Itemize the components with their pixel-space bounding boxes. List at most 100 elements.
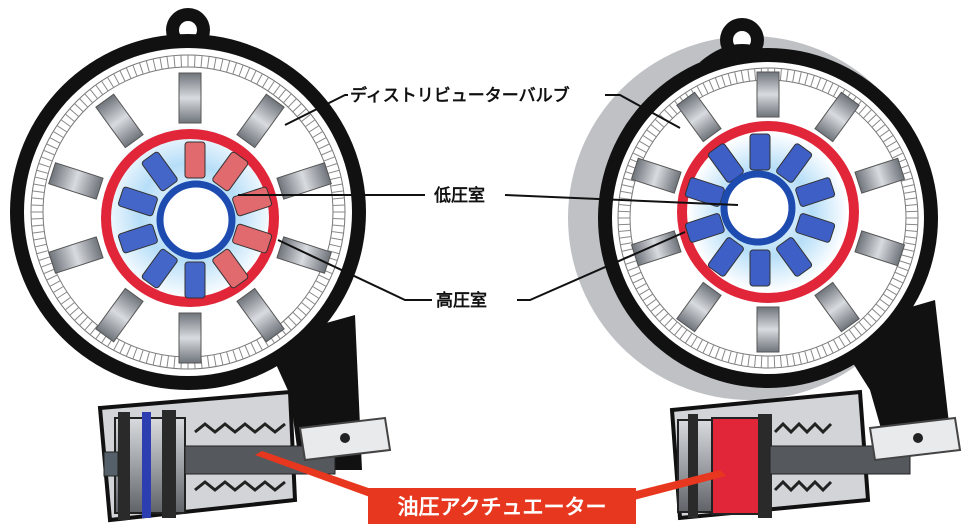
gear-tooth xyxy=(886,288,898,296)
gear-tooth xyxy=(95,84,104,95)
gear-tooth xyxy=(31,197,44,200)
callout-lines xyxy=(238,94,739,301)
gear-tooth xyxy=(113,73,120,85)
gear-tooth xyxy=(49,280,61,287)
gear-tooth xyxy=(853,325,862,336)
gear-tooth xyxy=(238,64,244,77)
piston xyxy=(795,213,836,243)
gear-tooth xyxy=(871,118,882,128)
gear-tooth xyxy=(792,70,796,83)
gear-tooth xyxy=(219,353,224,366)
gear-tooth xyxy=(858,104,868,115)
piston-rod xyxy=(676,91,722,143)
gear-tooth xyxy=(902,248,915,252)
gear-tooth xyxy=(827,342,834,354)
gear-tooth xyxy=(56,291,68,299)
gear-tooth xyxy=(882,134,894,143)
gear-tooth xyxy=(52,285,64,293)
gear-tooth xyxy=(327,169,340,174)
left-high-pressure-ring xyxy=(101,129,279,307)
gear-tooth xyxy=(804,73,809,86)
gear-tooth xyxy=(905,204,918,207)
gear-tooth xyxy=(798,352,802,365)
gear-tooth xyxy=(889,282,901,290)
gear-tooth xyxy=(74,103,84,113)
gear-tooth xyxy=(332,197,345,200)
piston-rod xyxy=(756,306,780,353)
label-low-pressure-chamber: 低圧室 xyxy=(433,185,485,206)
gear-tooth xyxy=(786,354,789,367)
gear-tooth xyxy=(721,349,726,361)
gear-tooth xyxy=(301,302,312,311)
piston-rod xyxy=(854,230,906,267)
gear-tooth xyxy=(296,307,307,316)
gear-tooth xyxy=(900,254,913,259)
gear-tooth xyxy=(292,103,302,113)
right-low-pressure-ring xyxy=(720,170,796,246)
gear-tooth xyxy=(625,260,637,265)
gear-tooth xyxy=(305,119,316,128)
right-pistons xyxy=(684,133,836,287)
gear-tooth xyxy=(166,355,170,368)
gear-tooth xyxy=(623,177,636,182)
gear-tooth xyxy=(244,345,251,357)
gear-tooth xyxy=(832,85,840,97)
gear-tooth xyxy=(879,129,890,138)
gear-tooth xyxy=(329,243,342,248)
gear-tooth xyxy=(886,140,898,148)
actuator-pointers xyxy=(255,451,726,500)
left-low-pressure-ring xyxy=(156,180,236,260)
gear-tooth xyxy=(650,303,661,312)
gear-tooth xyxy=(816,77,822,89)
gear-tooth xyxy=(256,73,263,85)
gear-tooth xyxy=(159,354,163,367)
gear-tooth xyxy=(60,296,71,305)
piston xyxy=(118,223,158,254)
gear-tooth xyxy=(46,274,58,281)
gear-tooth xyxy=(642,134,654,143)
gear-tooth xyxy=(632,152,644,159)
gear-tooth xyxy=(618,229,631,232)
piston-rod xyxy=(178,312,202,364)
gear-tooth xyxy=(180,55,182,68)
gear-tooth xyxy=(632,277,644,284)
gear-tooth xyxy=(321,149,333,156)
left-spring xyxy=(194,422,286,492)
piston xyxy=(776,143,813,183)
gear-tooth xyxy=(897,266,909,272)
gear-tooth xyxy=(206,355,210,368)
gear-tooth xyxy=(663,109,673,119)
gear-tooth xyxy=(889,146,901,154)
right-high-pressure-ring xyxy=(677,121,859,303)
gear-tooth xyxy=(74,311,84,321)
gear-tooth xyxy=(903,190,916,194)
gear-tooth xyxy=(773,355,776,368)
gear-tooth xyxy=(119,342,126,354)
gear-tooth xyxy=(329,176,342,181)
piston xyxy=(684,213,725,243)
gear-tooth xyxy=(33,183,46,187)
gear-tooth xyxy=(821,79,828,92)
piston-rod xyxy=(276,162,332,200)
gear-tooth xyxy=(875,124,886,133)
gear-tooth xyxy=(31,204,44,206)
gear-tooth xyxy=(882,293,894,302)
gear-tooth xyxy=(107,76,115,88)
left-gear-teeth xyxy=(31,55,345,369)
piston-rod xyxy=(814,91,860,143)
gear-tooth xyxy=(267,80,275,92)
piston xyxy=(232,223,272,254)
gear-tooth xyxy=(727,73,732,86)
gear-tooth xyxy=(816,347,822,359)
gear-tooth xyxy=(283,320,292,331)
gear-tooth xyxy=(34,243,47,248)
gear-tooth xyxy=(892,277,904,284)
piston-rod xyxy=(95,93,144,149)
gear-tooth xyxy=(330,183,343,187)
gear-tooth xyxy=(318,274,330,281)
gear-tooth xyxy=(621,248,634,252)
gear-tooth xyxy=(159,57,163,70)
gear-tooth xyxy=(145,351,150,364)
gear-tooth xyxy=(49,137,61,144)
left-hydraulic-actuator xyxy=(97,389,392,523)
